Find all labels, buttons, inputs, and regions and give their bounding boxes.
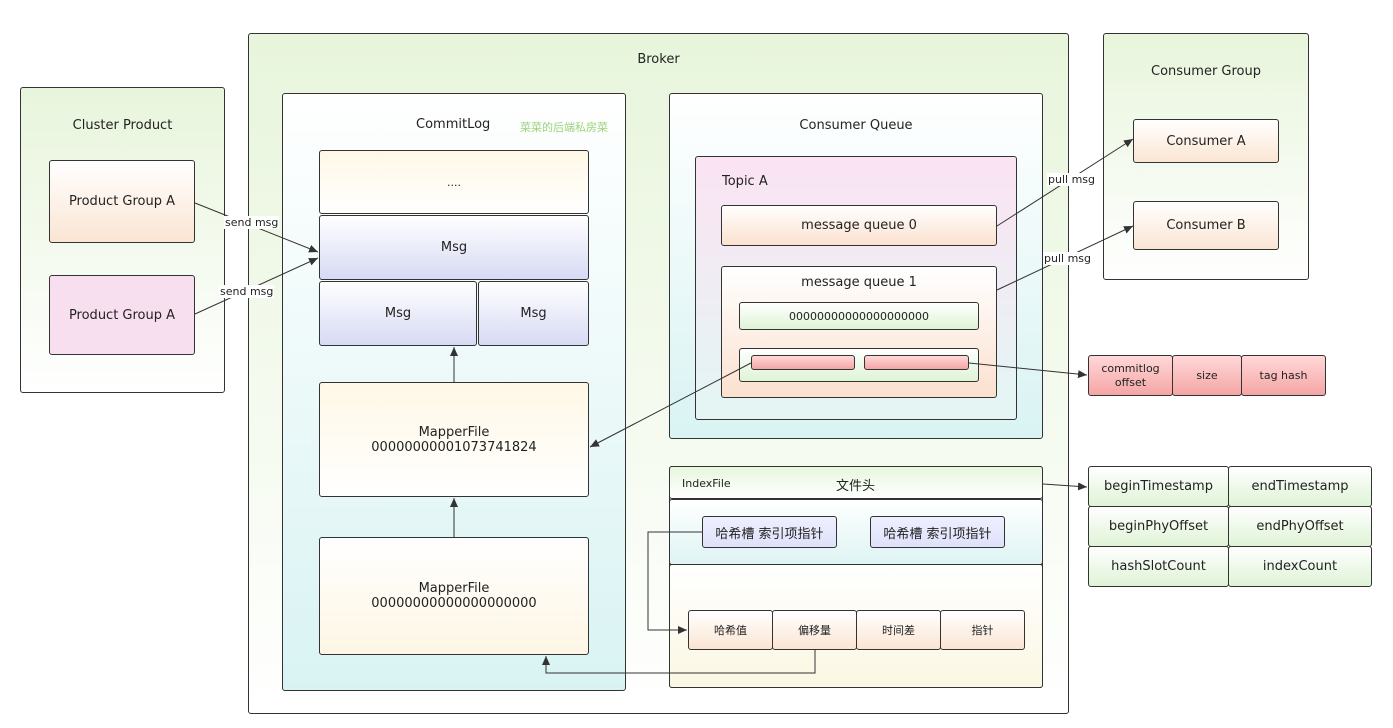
cq-to-mapper-edge bbox=[589, 362, 752, 448]
cq-entry-label: size bbox=[1196, 369, 1218, 382]
queue-offset-cell: 00000000000000000000 bbox=[739, 302, 979, 330]
msg-label: Msg bbox=[384, 306, 412, 321]
topic-title: Topic A bbox=[722, 174, 768, 189]
index-header-begin-timestamp[interactable]: beginTimestamp bbox=[1088, 466, 1229, 507]
ellipsis-label: .... bbox=[447, 175, 461, 189]
cq-entry-label: tag hash bbox=[1259, 369, 1308, 382]
consumer-a-node[interactable]: Consumer A bbox=[1133, 119, 1279, 163]
product-group-a-node[interactable]: Product Group A bbox=[49, 275, 195, 355]
cluster-product-title: Cluster Product bbox=[72, 118, 173, 133]
index-header-label: hashSlotCount bbox=[1111, 559, 1206, 574]
queue-label: message queue 1 bbox=[801, 275, 917, 290]
mapper-file-offset: 00000000000000000000 bbox=[371, 596, 537, 611]
mapper-file-2[interactable]: MapperFile 00000000000000000000 bbox=[319, 537, 589, 655]
index-header-label: beginTimestamp bbox=[1104, 479, 1213, 494]
msg-label: Msg bbox=[520, 306, 547, 321]
broker-title: Broker bbox=[637, 52, 680, 67]
product-group-a-node[interactable]: Product Group A bbox=[49, 160, 195, 243]
consumer-label: Consumer A bbox=[1166, 133, 1246, 149]
index-entry-time-diff[interactable]: 时间差 bbox=[856, 610, 941, 650]
mapper-file-title: MapperFile bbox=[418, 581, 490, 596]
index-header-label: endPhyOffset bbox=[1256, 519, 1344, 534]
index-header-label: endTimestamp bbox=[1251, 479, 1349, 494]
mapper-file-title: MapperFile bbox=[418, 424, 490, 440]
index-entry-label: 哈希值 bbox=[714, 624, 747, 637]
index-entry-offset[interactable]: 偏移量 bbox=[772, 610, 857, 650]
index-header-end-phy-offset[interactable]: endPhyOffset bbox=[1228, 506, 1372, 547]
edge-label-send-msg: send msg bbox=[224, 216, 280, 229]
consumer-label: Consumer B bbox=[1166, 218, 1246, 233]
index-to-header-detail-edge bbox=[1042, 482, 1088, 491]
hash-slot-cell[interactable]: 哈希槽 索引项指针 bbox=[702, 516, 837, 548]
mapper-file-1[interactable]: MapperFile 00000000001073741824 bbox=[319, 382, 589, 497]
index-header-hash-slot-count[interactable]: hashSlotCount bbox=[1088, 546, 1229, 587]
index-header-begin-phy-offset[interactable]: beginPhyOffset bbox=[1088, 506, 1229, 547]
queue-offset-value: 00000000000000000000 bbox=[789, 309, 929, 323]
index-file-header-band: IndexFile 文件头 bbox=[669, 466, 1043, 499]
hash-slot-label: 哈希槽 索引项指针 bbox=[883, 526, 992, 542]
product-group-label: Product Group A bbox=[68, 307, 176, 323]
cq-to-entry-detail-edge bbox=[968, 362, 1088, 379]
index-header-index-count[interactable]: indexCount bbox=[1228, 546, 1372, 587]
hash-slot-cell[interactable]: 哈希槽 索引项指针 bbox=[870, 516, 1005, 548]
edge-label-send-msg: send msg bbox=[219, 285, 275, 298]
index-entry-label: 偏移量 bbox=[798, 624, 831, 637]
msg-label: Msg bbox=[440, 240, 468, 255]
queue-label: message queue 0 bbox=[801, 218, 917, 233]
hash-slot-label: 哈希槽 索引项指针 bbox=[715, 526, 824, 542]
mapper-file-offset: 00000000001073741824 bbox=[371, 439, 537, 455]
cq-entry-commitlog-offset[interactable]: commitlog offset bbox=[1088, 355, 1173, 396]
msg-block[interactable]: Msg bbox=[319, 215, 589, 280]
index-header-label: indexCount bbox=[1262, 559, 1338, 574]
message-queue-0[interactable]: message queue 0 bbox=[721, 205, 997, 246]
queue-entry-slot[interactable] bbox=[751, 355, 855, 370]
watermark-text: 菜菜的后端私房菜 bbox=[520, 121, 608, 134]
edge-label-pull-msg: pull msg bbox=[1043, 252, 1092, 265]
cq-entry-tag-hash[interactable]: tag hash bbox=[1241, 355, 1326, 396]
index-file-header-label: 文件头 bbox=[836, 479, 876, 494]
slot-to-entry-edge bbox=[647, 531, 702, 634]
index-entry-label: 时间差 bbox=[882, 624, 915, 637]
edge-label-pull-msg: pull msg bbox=[1047, 173, 1096, 186]
msg-block[interactable]: Msg bbox=[319, 281, 477, 346]
consumer-group-title: Consumer Group bbox=[1151, 64, 1261, 79]
consumer-queue-title: Consumer Queue bbox=[799, 118, 913, 133]
index-entry-hash[interactable]: 哈希值 bbox=[688, 610, 773, 650]
product-group-label: Product Group A bbox=[68, 194, 176, 209]
cq-entry-label: commitlog offset bbox=[1101, 361, 1160, 389]
commitlog-title: CommitLog bbox=[416, 117, 491, 132]
index-entry-pointer[interactable]: 指针 bbox=[940, 610, 1025, 650]
msg-block[interactable]: Msg bbox=[478, 281, 589, 346]
cq-entry-size[interactable]: size bbox=[1172, 355, 1242, 396]
queue-entry-slot[interactable] bbox=[864, 355, 969, 370]
offset-to-mapper-edge bbox=[542, 650, 816, 674]
consumer-b-node[interactable]: Consumer B bbox=[1133, 201, 1279, 250]
index-file-label: IndexFile bbox=[682, 477, 731, 490]
index-entry-label: 指针 bbox=[971, 624, 994, 637]
index-header-label: beginPhyOffset bbox=[1108, 519, 1209, 534]
commitlog-block-ellipsis[interactable]: .... bbox=[319, 150, 589, 214]
